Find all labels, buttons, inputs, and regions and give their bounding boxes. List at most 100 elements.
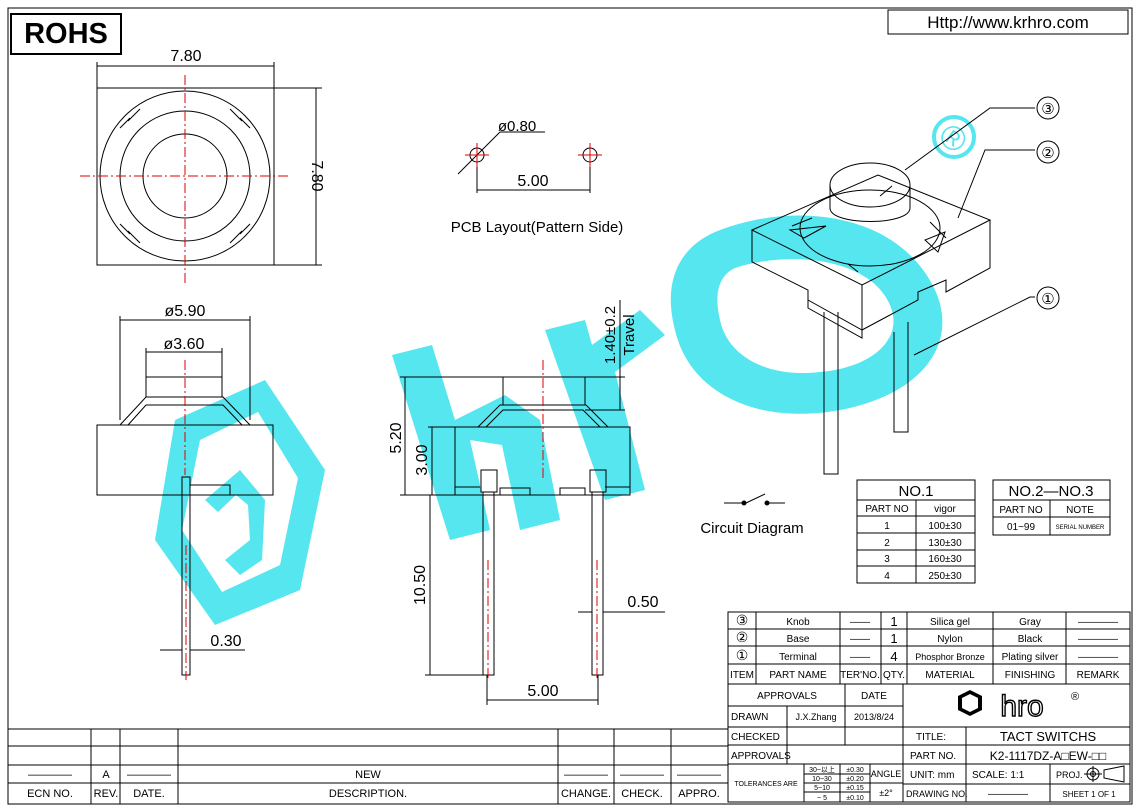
- front-total-height: 5.20: [388, 422, 405, 453]
- bom-finishing: Gray: [1019, 617, 1041, 628]
- iso-knob: [829, 185, 911, 222]
- top-height-dim: 7.80: [308, 160, 325, 191]
- watermark-hex-inner: [205, 470, 265, 575]
- top-width-dim: 7.80: [170, 48, 201, 65]
- front-travel-label: Travel: [621, 314, 638, 355]
- rev-head-rev: REV.: [94, 788, 119, 800]
- table-row-vigor: 130±30: [928, 538, 962, 549]
- bom-part: Terminal: [779, 652, 817, 663]
- bom-remark: ————: [1078, 617, 1118, 628]
- tol-range: ~ 5: [817, 795, 827, 802]
- bom-item: ②: [736, 629, 749, 645]
- table-no1-title: NO.1: [898, 483, 933, 500]
- rohs-text: ROHS: [24, 18, 108, 50]
- table-no23-head-note: NOTE: [1066, 505, 1094, 516]
- tol-value: ±0.30: [846, 767, 864, 774]
- table-row-part: 1: [884, 521, 890, 532]
- rev-head-ecn: ECN NO.: [27, 788, 73, 800]
- bom-row-2: ② Base —— 1 Nylon Black ————: [736, 629, 1118, 646]
- revision-text: ———— A ———— NEW ———— ———— ———— ECN NO. R…: [27, 769, 721, 800]
- bom-material: Phosphor Bronze: [915, 652, 985, 662]
- title-block-text: APPROVALS DATE DRAWN J.X.Zhang 2013/8/24…: [731, 691, 1116, 802]
- rev-head-date: DATE.: [133, 788, 165, 800]
- website-box: Http://www.krhro.com: [887, 9, 1129, 35]
- pcb-hole-dim: ø0.80: [498, 118, 536, 135]
- top-view-centerlines: [80, 75, 290, 285]
- sheet-label: SHEET 1 OF 1: [1062, 790, 1116, 799]
- front-travel-dim: 1.40±0.2: [602, 306, 619, 364]
- table-no23-row-note: SERIAL NUMBER: [1056, 525, 1105, 531]
- side-outer-dia: ø5.90: [165, 303, 206, 320]
- callout-1: ①: [1036, 286, 1060, 310]
- bom-head-ter: TER'NO.: [840, 670, 880, 681]
- sheet-border: [7, 7, 1133, 805]
- rev-head-desc: DESCRIPTION.: [329, 788, 407, 800]
- partno-label: PART NO.: [910, 751, 956, 762]
- bom-remark: ————: [1078, 652, 1118, 663]
- tolerance-label: TOLERANCES ARE: [734, 781, 798, 788]
- isometric-view: [750, 107, 1035, 475]
- title-value: TACT SWITCHS: [1000, 729, 1097, 744]
- tol-value: ±0.10: [846, 795, 864, 802]
- watermark-hex-mark: [155, 380, 325, 625]
- rev-letter: A: [102, 769, 110, 781]
- bom-head-remark: REMARK: [1077, 670, 1120, 681]
- bom-header-row: ITEM PART NAME TER'NO. QTY. MATERIAL FIN…: [730, 670, 1120, 681]
- table-row-vigor: 160±30: [928, 554, 962, 565]
- watermark-letter-r: [545, 310, 665, 500]
- tol-range: 10~30: [812, 776, 832, 783]
- front-base-height: 3.00: [414, 444, 431, 475]
- drawing-no-value: ————: [988, 789, 1028, 800]
- rev-ecn-dash: ————: [28, 769, 72, 781]
- checked-label: CHECKED: [731, 732, 780, 743]
- rev-head-change: CHANGE.: [561, 788, 611, 800]
- table-row-vigor: 250±30: [928, 571, 962, 582]
- watermark-letter-h: [392, 345, 560, 540]
- tol-value: ±0.20: [846, 776, 864, 783]
- angle-label: ANGLE: [871, 769, 902, 779]
- unit-label: UNIT: mm: [910, 770, 954, 781]
- title-label: TITLE:: [916, 732, 946, 743]
- bom-qty: 1: [890, 614, 897, 629]
- bom-remark: ————: [1078, 634, 1118, 645]
- bom-head-finishing: FINISHING: [1005, 670, 1056, 681]
- tol-range: 5~10: [814, 785, 830, 792]
- angle-value: ±2°: [879, 788, 893, 798]
- bom-ter: ——: [850, 652, 870, 663]
- table-no1-head-vigor: vigor: [934, 504, 956, 515]
- bom-finishing: Black: [1018, 634, 1043, 645]
- circuit-caption: Circuit Diagram: [700, 520, 803, 537]
- drawn-date: 2013/8/24: [854, 712, 894, 722]
- front-pin-length: 10.50: [412, 565, 429, 605]
- bom-head-qty: QTY.: [883, 670, 905, 681]
- side-pin-width: 0.30: [210, 633, 241, 650]
- bom-head-part: PART NAME: [769, 670, 827, 681]
- callout-2: ②: [1036, 140, 1060, 164]
- drawn-name: J.X.Zhang: [795, 712, 836, 722]
- revision-block: [8, 728, 728, 804]
- side-inner-dia: ø3.60: [164, 336, 205, 353]
- rev-appro-dash: ————: [677, 769, 721, 781]
- drawing-no-label: DRAWING NO.: [906, 789, 968, 799]
- bom-head-material: MATERIAL: [925, 670, 975, 681]
- bom-part: Base: [787, 634, 810, 645]
- tol-value: ±0.15: [846, 785, 864, 792]
- bom-qty: 4: [890, 649, 897, 664]
- approvals-head: APPROVALS: [757, 691, 817, 702]
- bom-head-item: ITEM: [730, 670, 754, 681]
- approvals-label: APPROVALS: [731, 751, 791, 762]
- website-url: Http://www.krhro.com: [927, 13, 1089, 32]
- table-row-part: 2: [884, 538, 890, 549]
- hro-logo-hex-icon: [958, 690, 982, 716]
- drawn-label: DRAWN: [731, 712, 768, 723]
- bom-material: Nylon: [937, 634, 963, 645]
- table-no23-head-part: PART NO: [999, 505, 1043, 516]
- pcb-pitch-dim: 5.00: [517, 173, 548, 190]
- table-no1: [856, 479, 976, 584]
- pcb-caption: PCB Layout(Pattern Side): [451, 219, 624, 236]
- bom-material: Silica gel: [930, 617, 970, 628]
- watermark-letter-o: [670, 215, 943, 414]
- table-no1-head-part: PART NO: [865, 504, 909, 515]
- bom-item: ③: [736, 612, 749, 628]
